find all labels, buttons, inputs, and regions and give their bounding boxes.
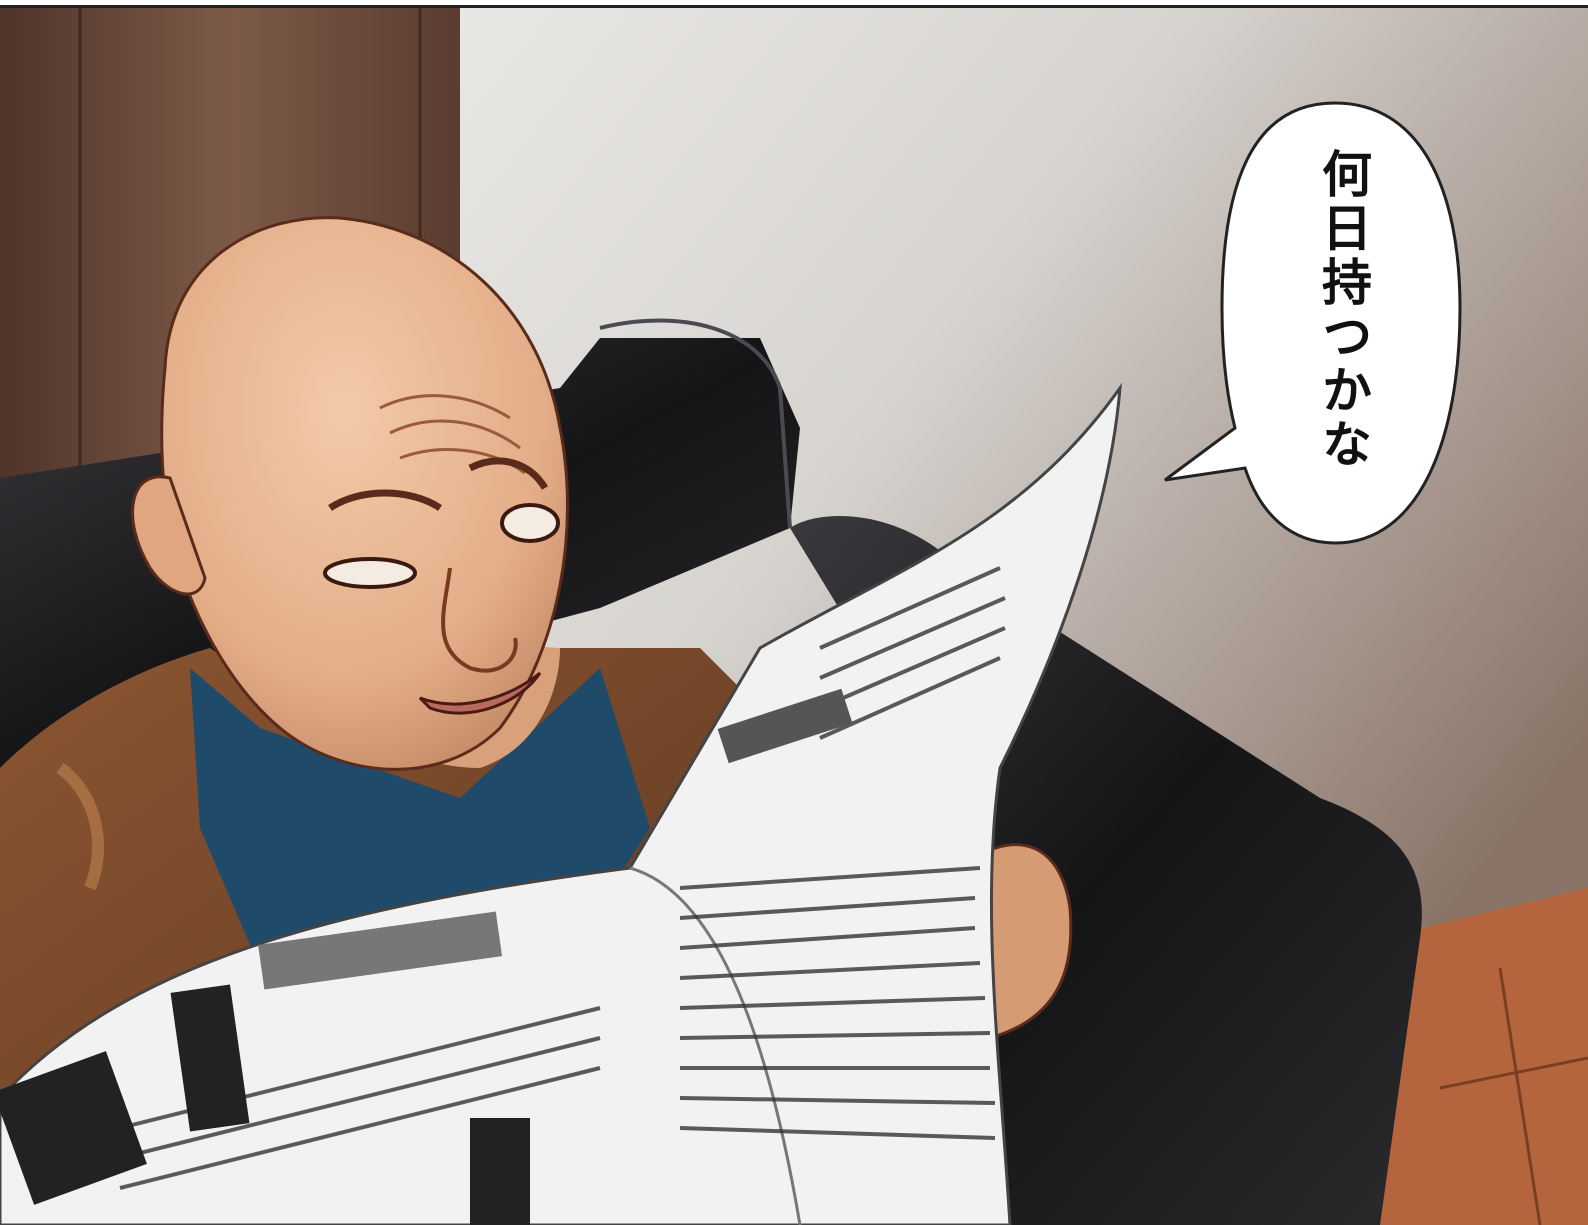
right-eye xyxy=(500,503,560,543)
newspaper xyxy=(0,382,1122,1225)
speech-bubble-icon xyxy=(1164,101,1462,545)
nose xyxy=(441,567,518,673)
mouth xyxy=(418,671,542,715)
floor xyxy=(1380,888,1588,1225)
manga-panel: 何日持つかな xyxy=(0,8,1588,1225)
panel-top-border xyxy=(0,0,1588,8)
ear xyxy=(131,475,207,596)
speech-bubble-text: 何日持つかな xyxy=(1314,148,1372,472)
bald-man-reading-newspaper-illustration xyxy=(0,8,1588,1225)
left-eye xyxy=(323,557,417,589)
